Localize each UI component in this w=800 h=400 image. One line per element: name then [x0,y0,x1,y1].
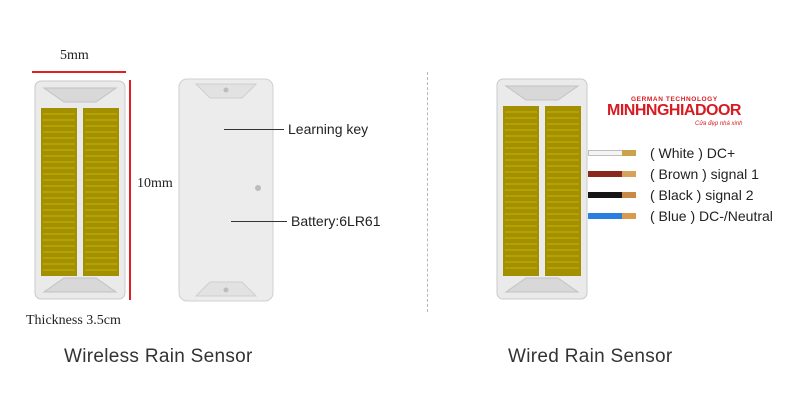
wire-label-blue: ( Blue ) DC-/Neutral [650,208,773,224]
wire-brown-tip [622,171,636,177]
wire-black-tip [622,192,636,198]
wireless-sensor-front [34,80,126,300]
wire-bundle: ( White ) DC+ ( Brown ) signal 1 ( Black… [588,145,800,235]
dimension-width-label: 5mm [60,48,89,63]
learning-key-callout: Learning key [288,121,369,137]
learning-key-leader-line [224,129,284,130]
wire-blue [588,213,636,219]
wire-label-white: ( White ) DC+ [650,145,736,161]
battery-callout: Battery:6LR61 [291,213,381,229]
dimension-height-label: 10mm [137,176,173,191]
wire-blue-tip [622,213,636,219]
height-dimension-bar [129,80,131,300]
wire-label-black: ( Black ) signal 2 [650,187,754,203]
logo-tagline-top: GERMAN TECHNOLOGY [631,96,718,103]
width-dimension-bar [32,71,126,73]
wireless-sensor-back [178,78,274,302]
wired-caption: Wired Rain Sensor [508,346,673,367]
battery-leader-line [231,221,287,222]
wire-white-tip [622,150,636,156]
logo-slogan: Cửa đẹp nhà xinh [695,121,743,127]
dimension-thickness-label: Thickness 3.5cm [26,313,121,328]
wire-brown [588,171,636,177]
logo-wordmark: MINHNGHIADOOR [607,102,741,119]
brand-logo: GERMAN TECHNOLOGY MINHNGHIADOOR Cửa đẹp … [607,96,757,130]
wired-sensor-front [496,78,588,300]
wire-label-brown: ( Brown ) signal 1 [650,166,759,182]
wireless-caption: Wireless Rain Sensor [64,346,253,367]
section-divider [427,72,428,312]
wire-black [588,192,636,198]
